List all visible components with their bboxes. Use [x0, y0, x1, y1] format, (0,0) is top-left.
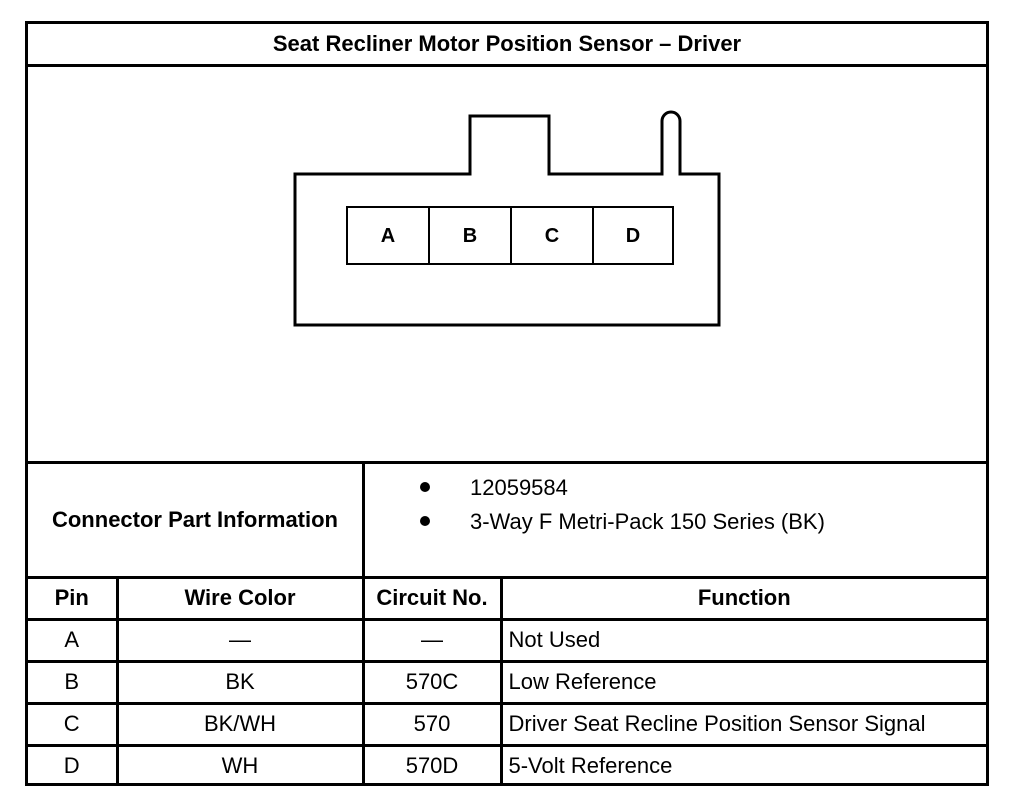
part-info-item: 3-Way F Metri-Pack 150 Series (BK): [420, 509, 825, 535]
page-title: Seat Recliner Motor Position Sensor – Dr…: [28, 24, 986, 67]
connector-sheet: Seat Recliner Motor Position Sensor – Dr…: [25, 21, 989, 786]
table-row: C BK/WH 570 Driver Seat Recline Position…: [28, 701, 986, 747]
connector-body-outline: [293, 110, 721, 327]
cell-function: Not Used: [499, 617, 986, 663]
cell-wire-color: —: [115, 617, 365, 663]
header-pin: Pin: [28, 579, 119, 621]
connector-series: 3-Way F Metri-Pack 150 Series (BK): [470, 509, 825, 534]
table-row: B BK 570C Low Reference: [28, 659, 986, 705]
table-row: A — — Not Used: [28, 617, 986, 663]
header-wire-color: Wire Color: [115, 579, 365, 621]
table-row: D WH 570D 5-Volt Reference: [28, 743, 986, 786]
cell-pin: C: [28, 701, 119, 747]
header-function: Function: [499, 579, 986, 621]
connector-drawing: A B C D: [293, 110, 721, 327]
pin-label-d: D: [626, 225, 640, 247]
cell-function: Low Reference: [499, 659, 986, 705]
part-number: 12059584: [470, 475, 568, 500]
table-header-row: Pin Wire Color Circuit No. Function: [28, 579, 986, 621]
cell-wire-color: WH: [115, 743, 365, 786]
part-info-list: 12059584 3-Way F Metri-Pack 150 Series (…: [365, 464, 986, 576]
cell-function: Driver Seat Recline Position Sensor Sign…: [499, 701, 986, 747]
cell-wire-color: BK: [115, 659, 365, 705]
cell-circuit: 570D: [361, 743, 503, 786]
cell-function: 5-Volt Reference: [499, 743, 986, 786]
cell-circuit: —: [361, 617, 503, 663]
pinout-table: Pin Wire Color Circuit No. Function A — …: [28, 579, 986, 786]
part-info-item: 12059584: [420, 475, 568, 501]
cell-circuit: 570: [361, 701, 503, 747]
pin-label-c: C: [545, 225, 559, 247]
bullet-icon: [420, 516, 430, 527]
cell-pin: D: [28, 743, 119, 786]
bullet-icon: [420, 482, 430, 493]
pin-cavities: [346, 206, 674, 265]
connector-diagram: A B C D: [28, 67, 986, 461]
cell-circuit: 570C: [361, 659, 503, 705]
cell-wire-color: BK/WH: [115, 701, 365, 747]
header-circuit-no: Circuit No.: [361, 579, 503, 621]
connector-part-info: Connector Part Information 12059584 3-Wa…: [28, 461, 986, 579]
pin-cavity-d: [592, 206, 674, 265]
pin-label-b: B: [463, 225, 477, 247]
cell-pin: B: [28, 659, 119, 705]
pin-label-a: A: [381, 225, 395, 247]
part-info-label: Connector Part Information: [28, 464, 365, 576]
cell-pin: A: [28, 617, 119, 663]
